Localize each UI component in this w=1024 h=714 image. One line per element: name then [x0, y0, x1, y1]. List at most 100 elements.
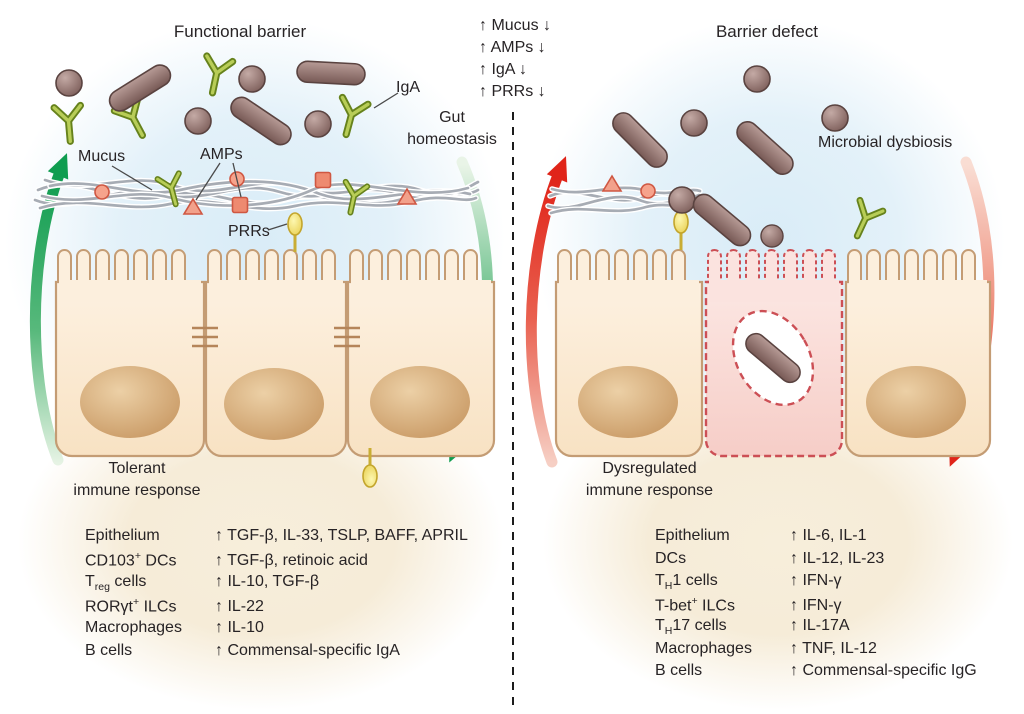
amps-pointer-line — [195, 162, 221, 201]
cell-type-label: TH17 cells — [655, 617, 727, 638]
list-row: TH17 cells ↑ IL-17A — [655, 617, 977, 640]
cytokine-value: ↑ TGF-β, retinoic acid — [215, 552, 368, 570]
tight-junction — [334, 326, 360, 348]
bacteria-right — [607, 65, 849, 251]
change-line: ↑ Mucus ↓ — [479, 17, 552, 34]
iga-label: IgA — [396, 79, 421, 96]
nucleus — [224, 368, 324, 440]
left-cytokine-list: Epithelium ↑ TGF-β, IL-33, TSLP, BAFF, A… — [85, 527, 468, 665]
bacterium-sphere-icon — [760, 224, 784, 248]
cytokine-value: ↑ Commensal-specific IgG — [790, 662, 977, 679]
list-row: CD103+ DCs ↑ TGF-β, retinoic acid — [85, 550, 468, 573]
iga-antibody-icon — [846, 200, 883, 241]
tight-junction — [192, 326, 218, 348]
right-cytokine-list: Epithelium ↑ IL-6, IL-1 DCs ↑ IL-12, IL-… — [655, 527, 977, 685]
amp-square-icon — [231, 196, 249, 214]
change-line: ↑ IgA ↓ — [479, 61, 528, 78]
cytokine-value: ↑ IFN-γ — [790, 596, 842, 614]
microbial-dysbiosis-label: Microbial dysbiosis — [818, 134, 953, 151]
change-line: ↑ PRRs ↓ — [479, 83, 546, 100]
bacterium-sphere-icon — [821, 104, 849, 132]
iga-antibody-icon — [54, 105, 83, 142]
cell-type-label: B cells — [655, 662, 703, 679]
list-row: B cells ↑ Commensal-specific IgA — [85, 642, 468, 665]
nucleus — [370, 366, 470, 438]
cell-type-label: B cells — [85, 642, 133, 659]
cytokine-value: ↑ TGF-β, IL-33, TSLP, BAFF, APRIL — [215, 527, 468, 544]
bacterium-sphere-icon — [184, 107, 212, 135]
cytokine-value: ↑ IL-12, IL-23 — [790, 549, 885, 567]
bacteria-left — [55, 59, 367, 150]
bacterium-rod-icon — [607, 107, 673, 173]
bacterium-rod-icon — [104, 60, 176, 116]
amp-circle-icon — [94, 184, 110, 200]
bacterium-rod-icon — [731, 116, 799, 180]
cell-type-label: CD103+ DCs — [85, 550, 177, 570]
cell-type-label: Epithelium — [85, 527, 160, 544]
amps-pointer-line — [232, 162, 242, 198]
mucus-pointer-line — [111, 165, 153, 191]
mucus-label: Mucus — [78, 148, 126, 165]
prr-receptors-left — [286, 211, 304, 254]
amp-circle-icon — [640, 183, 656, 199]
list-row: Epithelium ↑ IL-6, IL-1 — [655, 527, 977, 550]
bacterium-rod-icon — [688, 189, 756, 251]
green-up-arrowhead-icon — [47, 149, 78, 180]
apical-prr-receptor-icon — [286, 211, 304, 254]
apical-prr-receptor-icon — [672, 209, 690, 252]
cytokine-value: ↑ IFN-γ — [790, 572, 842, 589]
list-row: B cells ↑ Commensal-specific IgG — [655, 662, 977, 685]
prrs-label: PRRs — [228, 223, 270, 240]
amp-triangle-icon — [602, 175, 622, 192]
list-row: Macrophages ↑ IL-10 — [85, 619, 468, 642]
list-row: Macrophages ↑ TNF, IL-12 — [655, 640, 977, 663]
list-row: T-bet+ ILCs ↑ IFN-γ — [655, 595, 977, 618]
list-row: Epithelium ↑ TGF-β, IL-33, TSLP, BAFF, A… — [85, 527, 468, 550]
cytokine-value: ↑ IL-22 — [215, 598, 264, 616]
bacterium-sphere-icon — [668, 186, 696, 214]
cell-type-label: Macrophages — [85, 619, 182, 636]
iga-pointer-line — [373, 92, 399, 109]
mucus-layer-left — [32, 177, 481, 212]
tolerant-response-label: Tolerant immune response — [73, 460, 201, 499]
change-line: ↑ AMPs ↓ — [479, 39, 546, 56]
bacterium-sphere-icon — [304, 110, 332, 138]
left-panel-title: Functional barrier — [173, 22, 307, 41]
iga-antibody-icon — [333, 97, 368, 137]
cytokine-value: ↑ Commensal-specific IgA — [215, 642, 400, 659]
pointer-lines — [111, 92, 399, 231]
bacterium-sphere-icon — [743, 65, 771, 93]
bacterium-sphere-icon — [55, 69, 83, 97]
epithelium-right — [554, 249, 992, 458]
dysregulated-response-label: Dysregulated immune response — [585, 460, 714, 499]
cell-type-label: T-bet+ ILCs — [655, 594, 735, 614]
list-row: Treg cells ↑ IL-10, TGF-β — [85, 573, 468, 596]
bacterium-rod-icon — [295, 59, 367, 87]
right-panel-title: Barrier defect — [715, 22, 819, 41]
list-row: TH1 cells ↑ IFN-γ — [655, 572, 977, 595]
cell-type-label: RORγt+ ILCs — [85, 596, 177, 616]
cytokine-value: ↑ IL-6, IL-1 — [790, 527, 867, 544]
epithelium-left — [54, 249, 496, 489]
amps-label: AMPs — [200, 146, 243, 163]
cell-type-label: Macrophages — [655, 639, 752, 657]
gut-homeostasis-label: Gut homeostasis — [407, 109, 497, 148]
nucleus — [866, 366, 966, 438]
bacterium-sphere-icon — [238, 65, 266, 93]
prrs-pointer-line — [267, 223, 288, 231]
list-row: RORγt+ ILCs ↑ IL-22 — [85, 596, 468, 619]
cytokine-value: ↑ TNF, IL-12 — [790, 639, 877, 657]
red-up-arrow-icon — [525, 169, 564, 468]
bacterium-sphere-icon — [680, 109, 708, 137]
cytokine-value: ↑ IL-10 — [215, 619, 264, 636]
bacterium-rod-icon — [226, 92, 296, 150]
iga-antibodies-right — [846, 200, 883, 241]
nucleus — [578, 366, 678, 438]
cytokine-value: ↑ IL-10, TGF-β — [215, 573, 320, 590]
list-row: DCs ↑ IL-12, IL-23 — [655, 550, 977, 573]
iga-antibody-icon — [200, 56, 233, 96]
cell-type-label: DCs — [655, 549, 687, 567]
barrier-change-annotations: ↑ Mucus ↓ ↑ AMPs ↓ ↑ IgA ↓ ↑ PRRs ↓ — [479, 15, 551, 103]
